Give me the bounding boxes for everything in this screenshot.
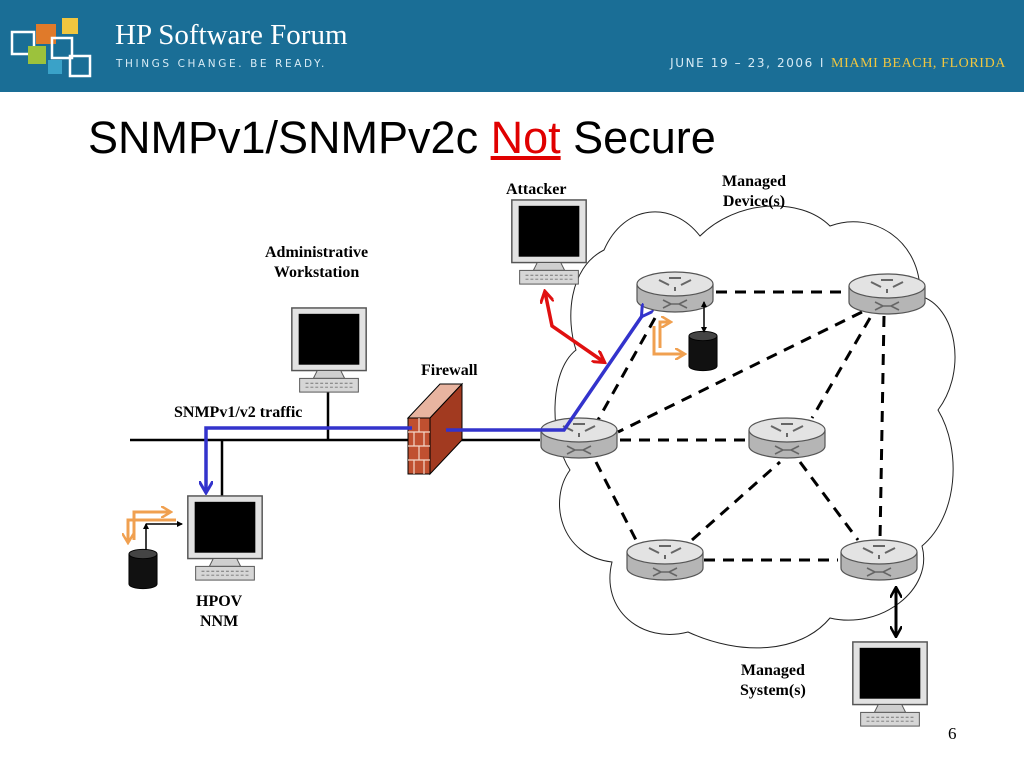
nnm-data-arrow-right bbox=[132, 512, 170, 540]
device-data-arrow-down bbox=[652, 326, 684, 354]
title-highlight: Not bbox=[490, 112, 561, 163]
managed-devices-label-line1: Managed bbox=[722, 173, 786, 190]
header-banner: HP Software Forum THINGS CHANGE. BE READ… bbox=[0, 0, 1024, 92]
nnm-data-arrow-left bbox=[128, 518, 176, 542]
router-links bbox=[594, 290, 886, 562]
snmp-traffic-label: SNMPv1/v2 traffic bbox=[174, 404, 303, 421]
snmp-traffic-path bbox=[446, 316, 642, 432]
router-top-right bbox=[847, 272, 927, 316]
managed-system-monitor-icon bbox=[852, 641, 928, 727]
admin-workstation-label-line1: Administrative bbox=[265, 244, 369, 261]
managed-systems-label-line2: System(s) bbox=[740, 682, 806, 699]
event-info: JUNE 19 – 23, 2006 I MIAMI BEACH, FLORIDA bbox=[670, 56, 1006, 72]
admin-workstation-label: Administrative Workstation bbox=[265, 243, 368, 283]
router-gateway bbox=[539, 416, 619, 460]
hpov-nnm-monitor-icon bbox=[187, 495, 263, 581]
attacker-monitor-icon bbox=[511, 199, 587, 285]
hp-software-forum-logo-icon bbox=[10, 18, 92, 78]
slide-number: 6 bbox=[948, 724, 957, 743]
managed-systems-label-line1: Managed bbox=[740, 662, 805, 679]
firewall-label: Firewall bbox=[421, 362, 478, 379]
router-top-left bbox=[635, 270, 715, 314]
router-center bbox=[747, 416, 827, 460]
device-data-arrow-up bbox=[658, 322, 670, 348]
managed-devices-label-line2: Device(s) bbox=[722, 193, 786, 210]
slide-title: SNMPv1/SNMPv2c Not Secure bbox=[88, 110, 716, 166]
snmp-traffic-path-lan bbox=[206, 426, 412, 492]
admin-workstation-label-line2: Workstation bbox=[273, 264, 360, 281]
attacker-label: Attacker bbox=[506, 181, 567, 198]
router-bottom-right bbox=[839, 538, 919, 582]
event-separator: I bbox=[819, 56, 826, 70]
hpov-nnm-label: HPOV NNM bbox=[196, 592, 242, 632]
managed-systems-label: Managed System(s) bbox=[740, 661, 806, 701]
brand-title: HP Software Forum bbox=[115, 19, 348, 51]
event-location: MIAMI BEACH, FLORIDA bbox=[831, 56, 1006, 71]
router-bottom-left bbox=[625, 538, 705, 582]
hpov-nnm-label-line2: NNM bbox=[200, 613, 239, 630]
title-part-2: Secure bbox=[573, 112, 716, 163]
title-part-1: SNMPv1/SNMPv2c bbox=[88, 112, 479, 163]
hpov-nnm-label-line1: HPOV bbox=[196, 593, 243, 610]
brand-tagline: THINGS CHANGE. BE READY. bbox=[116, 58, 327, 70]
admin-workstation-monitor-icon bbox=[291, 307, 367, 393]
nnm-database-icon bbox=[128, 548, 158, 590]
device-database-icon bbox=[688, 330, 718, 372]
event-dates: JUNE 19 – 23, 2006 bbox=[670, 56, 814, 70]
managed-devices-label: Managed Device(s) bbox=[722, 172, 786, 212]
attack-path bbox=[545, 292, 604, 362]
